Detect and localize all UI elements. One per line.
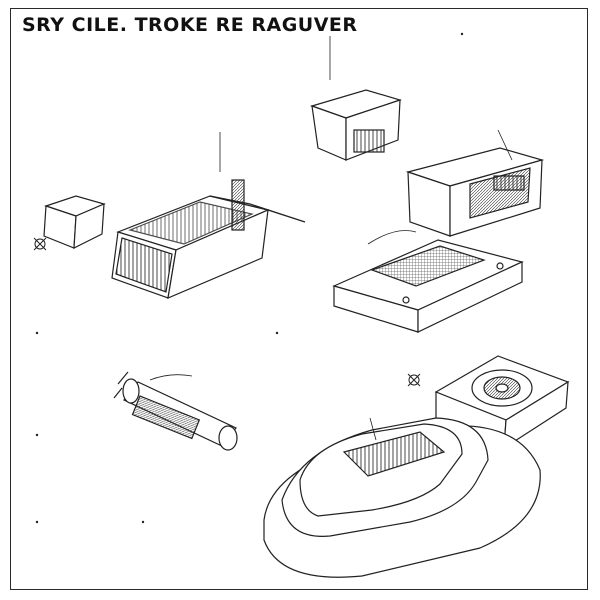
base-tray-part (332, 239, 524, 333)
poster-title: SRY CILE. TROKE RE RAGUVER (22, 14, 358, 36)
tube-duct-part (113, 371, 238, 451)
filter-box-part (310, 89, 403, 161)
rounded-tray-part (263, 417, 541, 578)
housing-part (405, 147, 545, 237)
leader-line (497, 129, 513, 161)
bug-icon (407, 373, 421, 387)
coil-radiator-part (111, 179, 306, 299)
battery-box-part (43, 195, 106, 250)
callout-markers (35, 32, 464, 524)
bug-icon (33, 237, 47, 251)
fan-unit-part (434, 355, 570, 450)
